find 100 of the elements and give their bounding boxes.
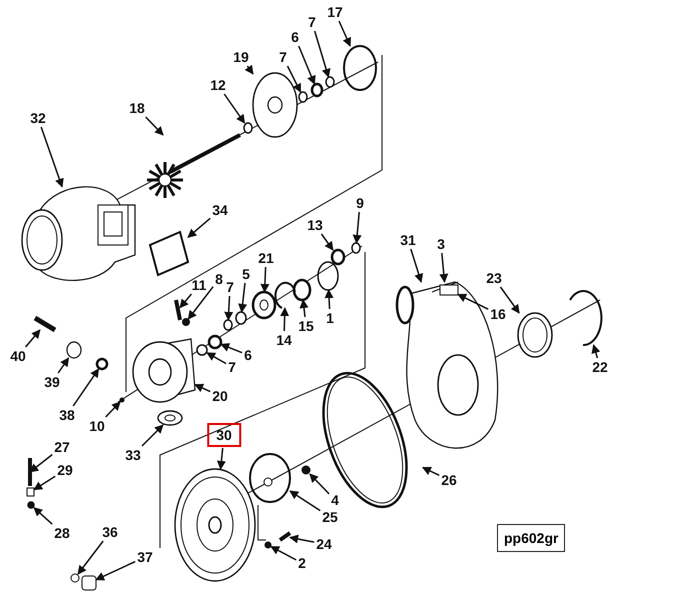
- v-band-clamp-drawing: [322, 372, 408, 508]
- washer-drawing: [235, 311, 247, 325]
- screw-drawing: [182, 318, 190, 326]
- washer-drawing: [330, 248, 346, 266]
- callout-number: 22: [591, 359, 609, 375]
- callout-number: 25: [321, 509, 339, 525]
- leader-arrow: [77, 540, 104, 575]
- callout-number: 9: [355, 195, 365, 211]
- leader-arrow: [309, 473, 330, 494]
- callout-number: 7: [225, 279, 235, 295]
- callout-number: 7: [307, 14, 317, 30]
- bolt-drawing: [34, 316, 56, 332]
- leader-arrow: [105, 401, 121, 418]
- leader-arrow: [439, 252, 448, 283]
- gasket-drawing: [148, 230, 190, 276]
- callout-number: 17: [326, 4, 344, 20]
- callout-number: 7: [227, 359, 237, 375]
- leader-arrow: [179, 294, 192, 308]
- leader-arrow: [338, 20, 351, 47]
- callout-number: 31: [399, 232, 417, 248]
- callout-number: 36: [101, 524, 119, 540]
- disc-drawing: [249, 453, 291, 503]
- leader-arrow: [244, 64, 254, 75]
- callout-number: 27: [53, 439, 71, 455]
- callout-number: 19: [232, 49, 250, 65]
- seal-ring-drawing: [223, 319, 233, 331]
- callout-number: 24: [315, 536, 333, 552]
- plug-drawing: [82, 576, 96, 590]
- leader-arrow: [224, 296, 234, 321]
- callout-number: 21: [257, 250, 275, 266]
- snap-ring-drawing: [569, 290, 602, 346]
- leader-arrow: [33, 476, 56, 490]
- leader-arrow: [500, 286, 520, 314]
- leader-arrow: [58, 357, 70, 374]
- seal-ring-drawing: [196, 344, 208, 356]
- callout-number: 3: [436, 236, 446, 252]
- leader-arrow: [324, 289, 334, 310]
- leader-arrow: [145, 116, 164, 136]
- o-ring-drawing: [343, 45, 377, 91]
- bolt-drawing: [28, 458, 32, 486]
- seal-ring-drawing: [325, 76, 335, 88]
- o-ring-drawing: [317, 261, 339, 291]
- nut-drawing: [302, 466, 310, 474]
- leader-arrow: [298, 46, 316, 85]
- nut-drawing: [96, 358, 108, 370]
- callout-number: 28: [53, 525, 71, 541]
- leader-arrow: [238, 282, 248, 313]
- pin-drawing: [120, 398, 124, 402]
- disc-drawing: [252, 72, 298, 138]
- callout-number: 15: [297, 318, 315, 334]
- callout-number: 14: [275, 332, 293, 348]
- leader-arrow: [260, 266, 270, 293]
- leader-arrow: [289, 534, 314, 544]
- callout-number: 20: [211, 388, 229, 404]
- callout-number: 39: [43, 374, 61, 390]
- callout-number: 34: [211, 202, 229, 218]
- snap-ring-drawing: [274, 282, 296, 309]
- leader-arrow: [95, 560, 136, 580]
- highlighted-callout-number: 30: [207, 423, 241, 447]
- callout-number: 23: [485, 270, 503, 286]
- seal-ring-drawing: [298, 91, 308, 103]
- callout-number: 6: [243, 347, 253, 363]
- leader-arrow: [220, 343, 242, 354]
- leader-arrow: [457, 294, 489, 310]
- leader-arrow: [216, 448, 226, 470]
- leader-arrow: [352, 212, 362, 244]
- callout-number: 11: [190, 277, 208, 293]
- callout-number: 29: [56, 462, 74, 478]
- callout-number: 5: [241, 266, 251, 282]
- leader-arrow: [224, 94, 246, 124]
- leader-arrow: [280, 307, 290, 332]
- nut-drawing: [264, 542, 272, 548]
- callout-number: 40: [9, 348, 27, 364]
- drawing-number: pp602gr: [497, 524, 566, 552]
- leader-arrow: [422, 466, 440, 476]
- callout-number: 32: [29, 110, 47, 126]
- callout-number: 37: [136, 549, 154, 565]
- insert-ring-drawing: [517, 312, 553, 358]
- sleeve-drawing: [66, 341, 82, 359]
- callout-number: 10: [88, 418, 106, 434]
- callout-number: 6: [290, 29, 300, 45]
- leader-arrow: [592, 344, 600, 358]
- callout-number: 12: [209, 77, 227, 93]
- leader-arrow: [206, 352, 226, 364]
- leader-arrow: [40, 126, 64, 188]
- leader-arrow: [141, 424, 164, 447]
- backplate-drawing: [174, 468, 256, 582]
- spacer-drawing: [26, 488, 34, 496]
- callout-number: 4: [330, 492, 340, 508]
- bearing-housing-drawing: [132, 338, 196, 403]
- collar-drawing: [310, 82, 324, 98]
- collar-drawing: [208, 334, 222, 350]
- leader-arrow: [29, 454, 53, 473]
- callout-number: 13: [306, 217, 324, 233]
- callout-number: 1: [325, 310, 335, 326]
- seal-ring-drawing: [243, 122, 253, 134]
- callout-number: 38: [58, 407, 76, 423]
- callout-number: 33: [124, 447, 142, 463]
- nut-drawing: [27, 501, 35, 509]
- leader-arrow: [270, 546, 296, 561]
